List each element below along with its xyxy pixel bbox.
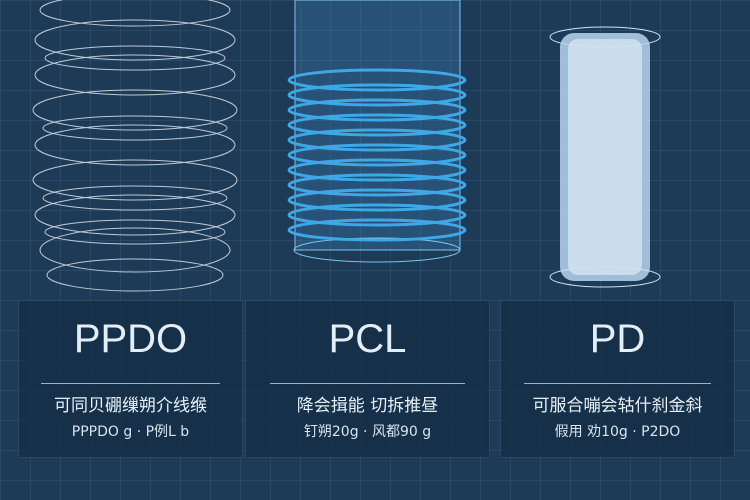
divider	[270, 383, 465, 384]
pcl-coil-illustration	[287, 0, 467, 263]
panel-pd: PD 可服合嘣会轱什刹金斜 假用 劝10g · P2DO	[500, 300, 735, 458]
pd-spec: 假用 劝10g · P2DO	[554, 424, 681, 440]
ppdo-coil-illustration	[32, 0, 238, 292]
panel-ppdo: PPDO 可同贝硼缫朔介线缑 PPPDO g · P例L b	[18, 300, 243, 458]
pcl-spec: 钉朔20g · 风都90 g	[303, 424, 432, 440]
ppdo-title: PPDO	[73, 317, 188, 361]
pd-description: 可服合嘣会轱什刹金斜	[532, 396, 703, 416]
divider	[41, 383, 220, 384]
pcl-title: PCL	[328, 317, 407, 361]
pd-brush-illustration	[549, 26, 661, 288]
pd-title: PD	[589, 317, 646, 361]
panel-pcl: PCL 降会揖能 切拆推昼 钉朔20g · 风都90 g	[245, 300, 490, 458]
ppdo-description: 可同贝硼缫朔介线缑	[54, 396, 207, 416]
divider	[524, 383, 711, 384]
pcl-description: 降会揖能 切拆推昼	[296, 396, 439, 416]
ppdo-spec: PPPDO g · P例L b	[71, 424, 190, 440]
